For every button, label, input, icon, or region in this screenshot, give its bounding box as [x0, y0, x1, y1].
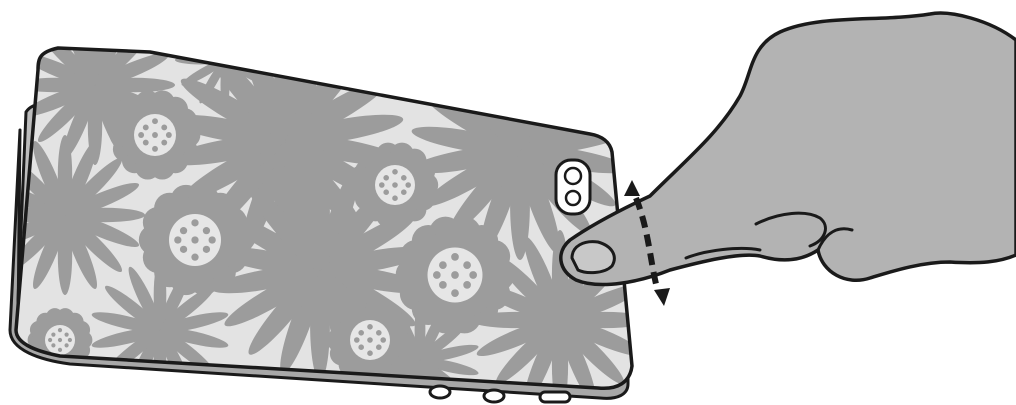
hand	[561, 13, 1016, 284]
phone-skin	[0, 5, 650, 405]
fingernail	[572, 242, 614, 273]
camera-lens	[556, 160, 590, 214]
